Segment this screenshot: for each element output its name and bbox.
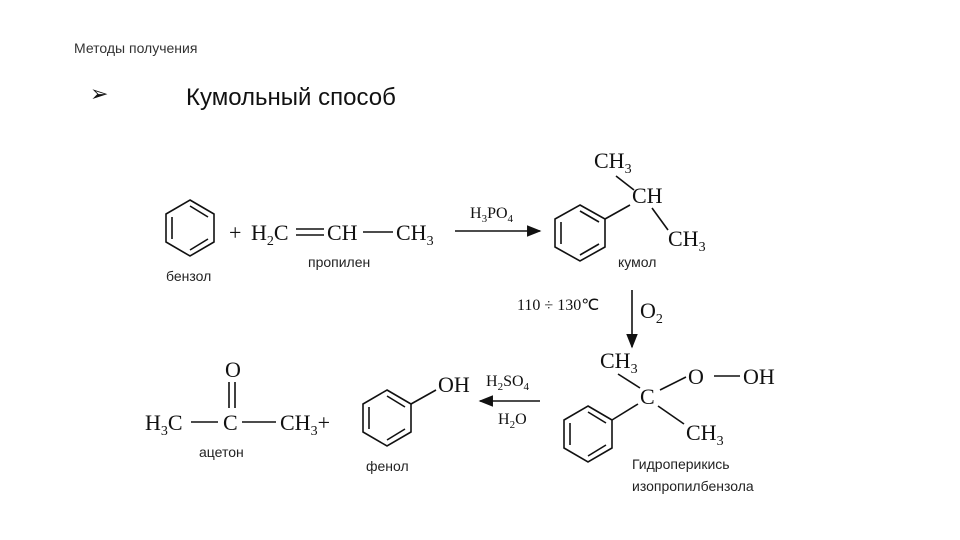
acetone-h3c: H3C [145,410,183,439]
cumene-structure [554,175,669,262]
acetone-o: O [225,357,241,382]
caption-cumene: кумол [618,254,656,270]
oxidation-temperature: 110 ÷ 130℃ [517,297,599,314]
benzene-structure [165,199,215,257]
water-h2o: H2O [498,411,527,431]
caption-phenol: фенол [366,458,409,474]
catalyst-h3po4: H3PO4 [470,205,514,225]
hydroperoxide-c: C [640,384,655,409]
caption-propylene: пропилен [308,254,370,270]
hydroperoxide-o: O [688,364,704,389]
hydroperoxide-oh: OH [743,364,775,389]
hydroperoxide-structure [563,373,740,463]
phenol-oh: OH [438,372,470,397]
propylene-ch: CH [327,220,358,245]
acid-h2so4: H2SO4 [486,373,530,393]
propylene-ch3: CH3 [396,220,434,249]
hydroperoxide-ch3-top: CH3 [600,348,638,377]
section-label: Методы получения [74,40,198,56]
cumene-ch3-bottom: CH3 [668,226,706,255]
cumene-ch3-top: CH3 [594,148,632,177]
caption-benzene: бензол [166,268,211,284]
hydroperoxide-ch3-bottom: CH3 [686,420,724,449]
plus-sign: + [229,220,241,245]
caption-hydroperoxide-line1: Гидроперикись [632,456,730,472]
phenol-structure [362,389,437,447]
acetone-ch3: CH3+ [280,410,330,439]
slide-title: Кумольный способ [186,84,396,111]
propylene-h2c: H2C [251,220,289,249]
cumene-ch: CH [632,183,663,208]
caption-acetone: ацетон [199,444,244,460]
oxidation-o2: O2 [640,298,663,327]
bullet-arrow-icon: ➢ [90,82,109,107]
caption-hydroperoxide-line2: изопропилбензола [632,478,754,494]
acetone-c: C [223,410,238,435]
